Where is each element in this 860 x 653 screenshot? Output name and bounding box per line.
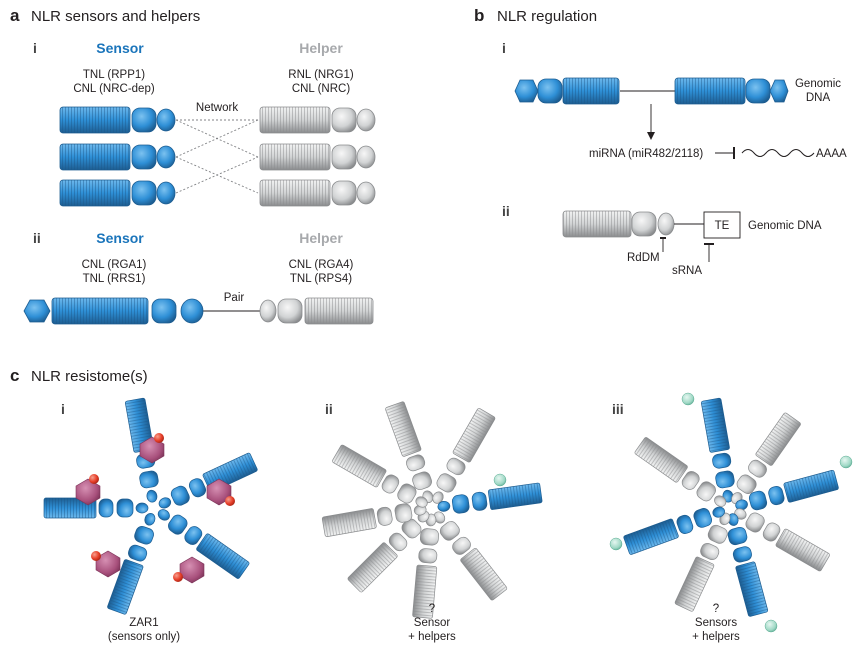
panel-a-i-label: i [33, 40, 37, 56]
panel-a: a NLR sensors and helpers i Sensor Helpe… [10, 6, 376, 325]
rddm-inhibition [660, 237, 666, 252]
panel-b-letter: b [474, 6, 484, 25]
panel-c-iii-label: iii [612, 401, 624, 417]
sensor-label-a-i-line1: TNL (RPP1) [83, 69, 145, 81]
effector-1 [139, 433, 165, 464]
helper-heading-a-i: Helper [299, 40, 343, 56]
genomic-nlr-gene [514, 77, 789, 105]
caption-c-iii-line2: + helpers [692, 631, 740, 643]
caption-c-iii-line0: ? [713, 603, 719, 615]
sensor-heading-a-ii: Sensor [96, 230, 144, 246]
genomic-dna-label-line1: Genomic [795, 78, 841, 90]
resistosome-sensors-helpers [622, 397, 840, 618]
resistosome-zar1 [43, 397, 259, 616]
sensor-protein-row-2 [59, 143, 176, 171]
effector-complexes-zar1 [75, 433, 235, 584]
caption-c-iii-line1: Sensors [695, 617, 737, 629]
effector-5 [173, 556, 205, 584]
panel-a-letter: a [10, 6, 20, 25]
helper-protein-row-3 [259, 179, 376, 207]
te-label: TE [715, 220, 730, 232]
panel-c-title: NLR resistome(s) [31, 368, 148, 385]
helper-pair-protein [259, 297, 374, 325]
helper-protein-row-1 [259, 106, 376, 134]
caption-c-i-line2: (sensors only) [108, 631, 180, 643]
helper-label-a-i-line2: CNL (NRC) [292, 83, 351, 95]
helper-nlr-gene [562, 210, 675, 238]
helper-label-a-ii-line1: CNL (RGA4) [289, 259, 354, 271]
genomic-dna-label-ii: Genomic DNA [748, 220, 822, 232]
te-box [703, 211, 741, 239]
resistosome-sensor-helpers [321, 400, 543, 619]
mirna-label: miRNA (miR482/2118) [589, 148, 703, 160]
panel-b-i-label: i [502, 40, 506, 56]
panel-a-title: NLR sensors and helpers [31, 8, 200, 25]
tags-c-iii [609, 392, 853, 633]
srna-inhibition [704, 243, 714, 262]
caption-c-ii-line1: Sensor [414, 617, 451, 629]
sensor-label-a-ii-line1: CNL (RGA1) [82, 259, 147, 271]
sensor-pair-protein [23, 297, 204, 325]
panel-c-ii-label: ii [325, 401, 333, 417]
tag-c-ii [493, 473, 507, 487]
rddm-label: RdDM [627, 252, 660, 264]
mirna-inhibition [715, 147, 735, 159]
genomic-dna-label-line2: DNA [806, 92, 831, 104]
helper-label-a-ii-line2: TNL (RPS4) [290, 273, 352, 285]
sensor-protein-row-3 [59, 179, 176, 207]
panel-b: b NLR regulation i Genomic DNA miRNA (mi… [474, 6, 847, 277]
effector-4 [91, 550, 121, 578]
helper-heading-a-ii: Helper [299, 230, 343, 246]
polya-label: AAAA [816, 148, 847, 160]
network-label: Network [196, 102, 238, 114]
caption-c-ii-line2: + helpers [408, 631, 456, 643]
network-connections [175, 119, 259, 194]
sensor-protein-row-1 [59, 106, 176, 134]
panel-b-ii-label: ii [502, 203, 510, 219]
helper-label-a-i-line1: RNL (NRG1) [288, 69, 354, 81]
panel-c-i-label: i [61, 401, 65, 417]
caption-c-i-line1: ZAR1 [129, 617, 158, 629]
helper-protein-row-2 [259, 143, 376, 171]
sensor-label-a-ii-line2: TNL (RRS1) [83, 273, 146, 285]
panel-c: c NLR resistome(s) i ii iii [10, 366, 853, 643]
sensor-label-a-i-line2: CNL (NRC-dep) [73, 83, 155, 95]
panel-c-letter: c [10, 366, 19, 385]
sensor-heading-a-i: Sensor [96, 40, 144, 56]
caption-c-ii-line0: ? [429, 603, 435, 615]
effector-3 [75, 474, 101, 506]
srna-label: sRNA [672, 265, 702, 277]
effector-2 [206, 478, 235, 506]
panel-a-ii-label: ii [33, 230, 41, 246]
pair-label: Pair [224, 292, 245, 304]
mrna-wave [741, 149, 815, 157]
panel-b-title: NLR regulation [497, 8, 597, 25]
mirna-arrow [647, 104, 655, 140]
